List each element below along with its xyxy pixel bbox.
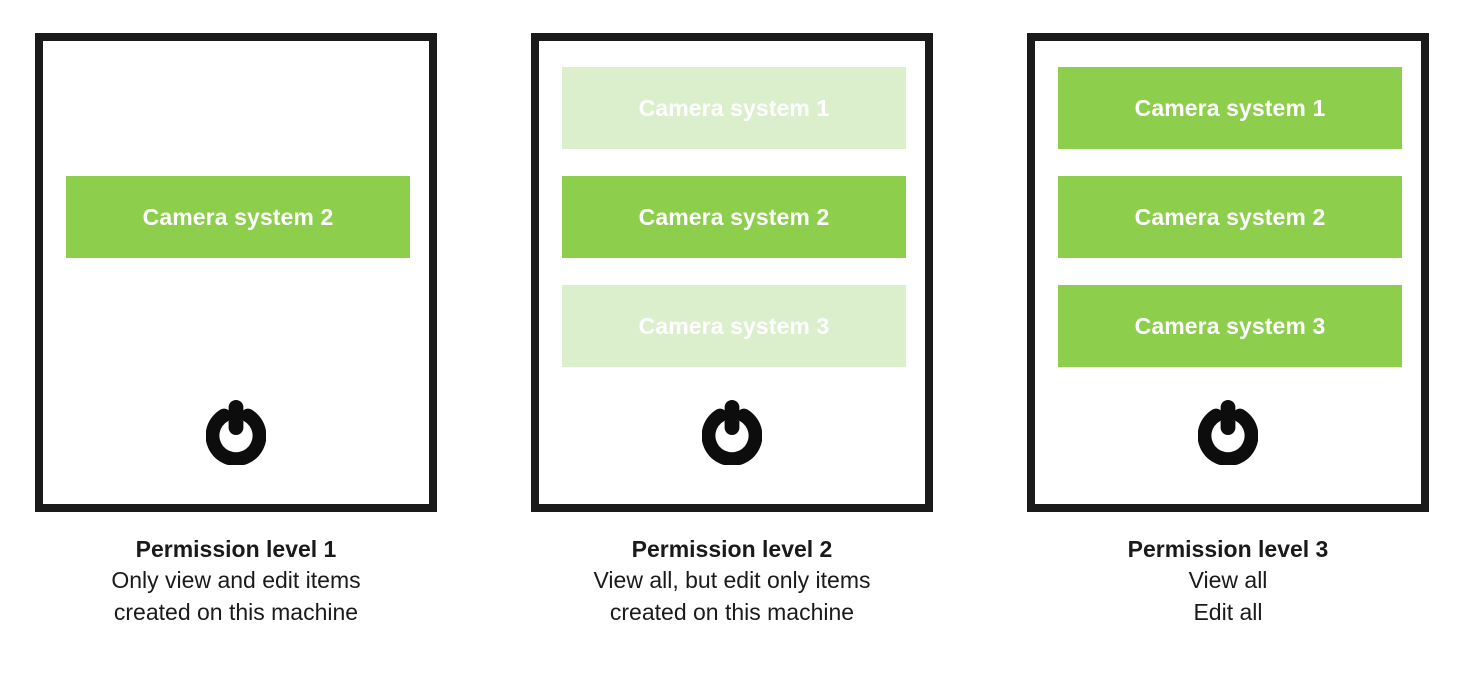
camera-system-item[interactable]: Camera system 3 <box>1058 285 1402 367</box>
permission-level-column: Camera system 1 Camera system 2 Camera s… <box>531 33 933 628</box>
caption: Permission level 2 View all, but edit on… <box>531 534 933 628</box>
camera-system-list: Camera system 1 Camera system 2 Camera s… <box>562 67 906 394</box>
caption-line: created on this machine <box>113 599 359 625</box>
camera-system-item[interactable]: Camera system 1 <box>562 67 906 149</box>
device-frame: Camera system 1 Camera system 2 Camera s… <box>35 33 437 512</box>
camera-system-item[interactable]: Camera system 3 <box>562 285 906 367</box>
camera-system-item[interactable]: Camera system 2 <box>1058 176 1402 258</box>
caption-title: Permission level 1 <box>135 536 337 562</box>
power-icon <box>206 400 266 465</box>
camera-system-list: Camera system 1 Camera system 2 Camera s… <box>1058 67 1402 394</box>
caption: Permission level 1 Only view and edit it… <box>35 534 437 628</box>
power-icon <box>1198 400 1258 465</box>
camera-system-item[interactable]: Camera system 3 <box>66 285 410 367</box>
power-icon <box>702 400 762 465</box>
device-frame: Camera system 1 Camera system 2 Camera s… <box>1027 33 1429 512</box>
caption-line: View all, but edit only items <box>593 567 871 593</box>
caption: Permission level 3 View all Edit all <box>1027 534 1429 628</box>
permission-level-column: Camera system 1 Camera system 2 Camera s… <box>1027 33 1429 628</box>
device-frame: Camera system 1 Camera system 2 Camera s… <box>531 33 933 512</box>
caption-line: View all <box>1188 567 1268 593</box>
permission-level-column: Camera system 1 Camera system 2 Camera s… <box>35 33 437 628</box>
caption-line: Only view and edit items <box>111 567 361 593</box>
caption-line: created on this machine <box>609 599 855 625</box>
caption-line: Edit all <box>1193 599 1263 625</box>
caption-title: Permission level 3 <box>1127 536 1329 562</box>
camera-system-list: Camera system 1 Camera system 2 Camera s… <box>66 67 410 394</box>
camera-system-item[interactable]: Camera system 2 <box>562 176 906 258</box>
caption-title: Permission level 2 <box>631 536 833 562</box>
camera-system-item[interactable]: Camera system 1 <box>1058 67 1402 149</box>
camera-system-item[interactable]: Camera system 1 <box>66 67 410 149</box>
camera-system-item[interactable]: Camera system 2 <box>66 176 410 258</box>
